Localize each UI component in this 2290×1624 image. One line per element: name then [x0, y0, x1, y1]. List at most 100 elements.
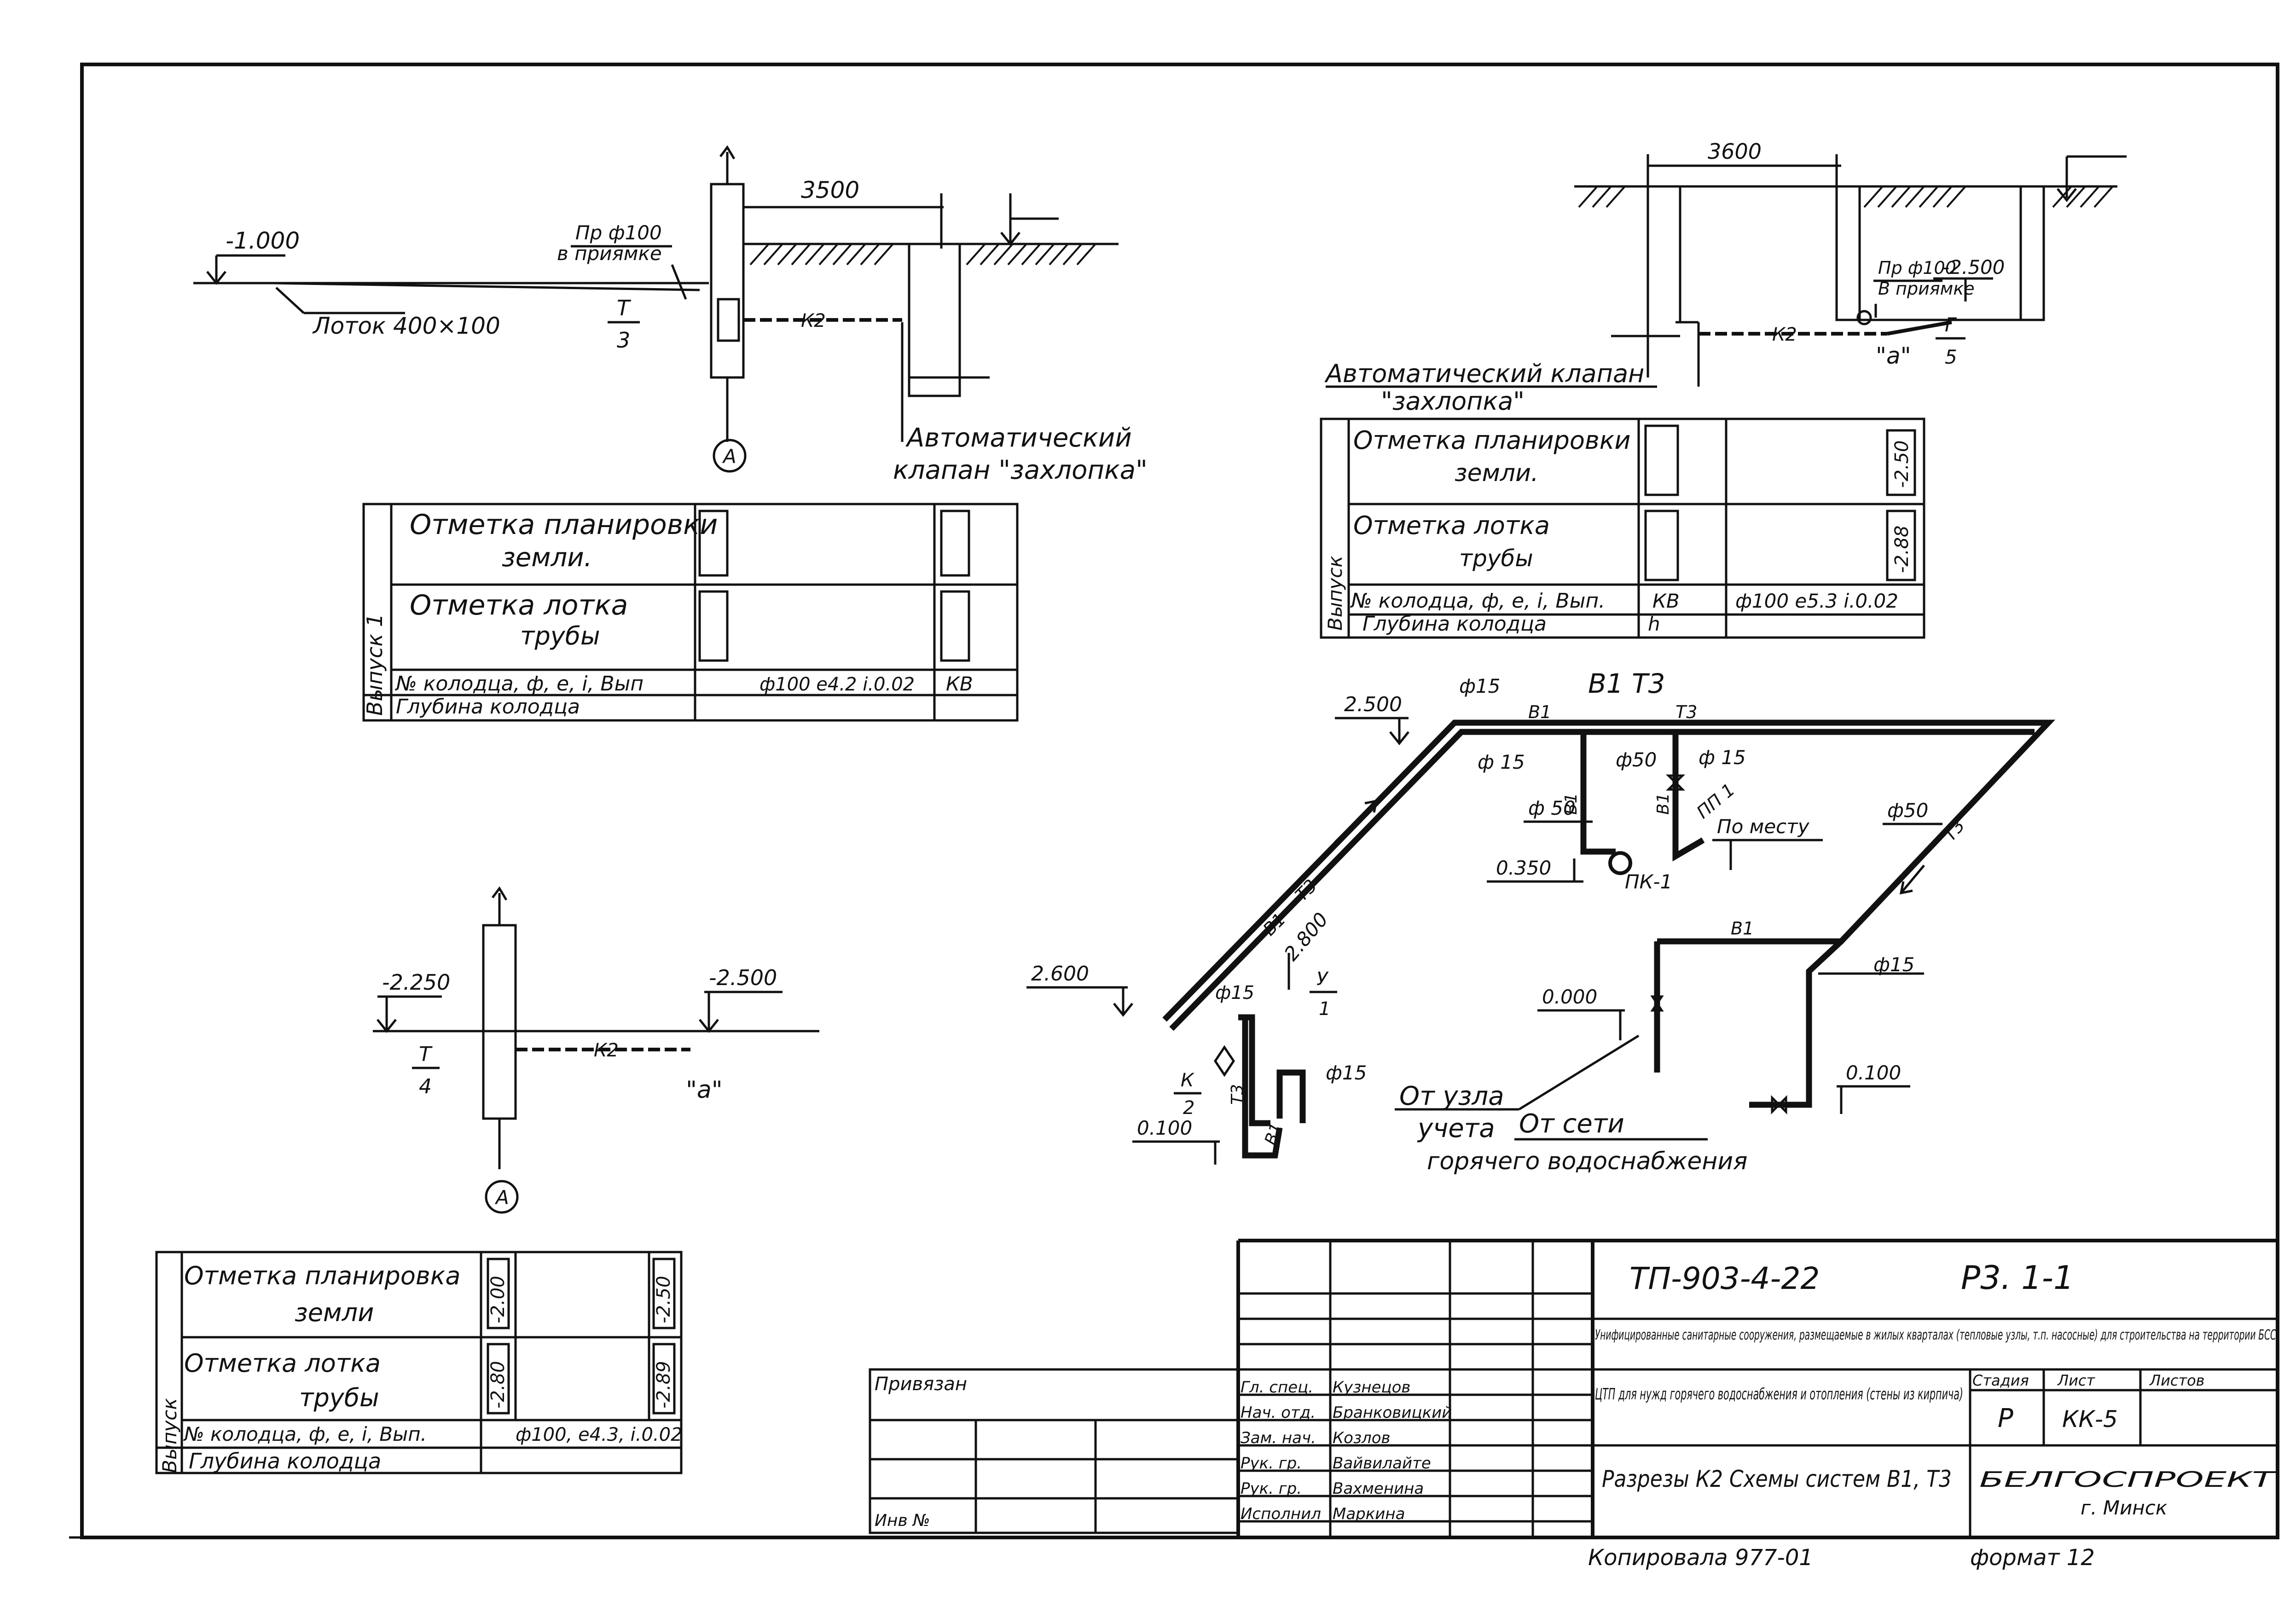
table-2-row-1a: Отметка планировки [1353, 426, 1630, 455]
table-3-row-3-value: ф100, е4.3, i.0.02 [516, 1424, 683, 1445]
list-header: Лист [2057, 1372, 2095, 1389]
from-node-label: От узла [1399, 1081, 1504, 1111]
table-3-row-1-value-2: -2.50 [653, 1276, 674, 1324]
table-2-side-label: Выпуск [1324, 556, 1346, 631]
table-2-row-2a: Отметка лотка [1353, 511, 1550, 540]
fraction-top: Т [617, 296, 632, 320]
dimension-3500: 3500 [801, 177, 859, 203]
from-net-label-2: горячего водоснабжения [1427, 1148, 1747, 1175]
fraction-top: Т [419, 1043, 433, 1066]
stage-value: Р [1998, 1404, 2013, 1433]
pipe-label-t3: Т3 [1228, 1084, 1247, 1105]
axis-a-label: А [722, 445, 736, 468]
dimension-3600: 3600 [1708, 139, 1762, 164]
role-label: Гл. спец. [1241, 1378, 1313, 1397]
fraction-bottom: 4 [419, 1075, 432, 1098]
from-net-label: От сети [1519, 1109, 1624, 1139]
scheme-b1-t3: В1 Т3 2.500 2.600 [1026, 668, 2056, 1175]
table-3-row-2a: Отметка лотка [184, 1349, 381, 1378]
fraction-bottom: 1 [1319, 998, 1330, 1020]
table-3-row-1-value: -2.00 [487, 1276, 509, 1324]
pipe-label-b1: В1 [1528, 702, 1551, 722]
table-1-row-3-kv: КВ [946, 673, 973, 695]
valve-icon [1771, 1095, 1787, 1115]
title-block: Гл. спец. Кузнецов Нач. отд. Бранковицки… [869, 1239, 2278, 1571]
table-1-row-3-value: ф100 е4.2 i.0.02 [759, 674, 915, 695]
elevation-0350: 0.350 [1496, 857, 1551, 879]
pipe-label-b1: В1 [1562, 793, 1581, 815]
valve-note-top: Пр ф100 [575, 221, 662, 244]
document-code: ТП-903-4-22 [1629, 1261, 1820, 1296]
elevation-2500: 2.500 [1344, 693, 1402, 716]
table-1-row-1a: Отметка планировки [410, 509, 718, 541]
name-label: Козлов [1333, 1429, 1391, 1447]
diameter-label: ф15 [1459, 675, 1500, 697]
from-node-label-2: учета [1417, 1114, 1495, 1143]
name-label: Вахменина [1333, 1479, 1424, 1498]
valve-icon [1213, 1045, 1235, 1077]
tray-label: Лоток 400×100 [312, 313, 500, 339]
fraction-bottom: 5 [1945, 346, 1957, 368]
table-1-row-4: Глубина колодца [396, 695, 580, 719]
pipe-label-k2: К2 [801, 310, 826, 331]
section-1: -1.000 Лоток 400×100 Пр ф100 в приямке Т… [193, 145, 1148, 485]
hydrant-label: ПК-1 [1625, 870, 1672, 893]
table-2: Выпуск Отметка планировки земли. -2.50 О… [1320, 418, 1925, 639]
fraction-bottom: 3 [617, 328, 630, 353]
point-a-label: "а" [1876, 342, 1911, 369]
diameter-label: ф 50 [1528, 797, 1576, 819]
pipe-lower-b1 [1242, 1017, 1283, 1159]
valve-icon [1665, 774, 1686, 791]
fire-hydrant-pk1 [1608, 851, 1632, 875]
system-title: ЦТП для нужд горячего водоснабжения и от… [1595, 1385, 1963, 1404]
pipe-label-b1: В1 [1654, 793, 1673, 815]
table-1-row-3: № колодца, ф, е, i, Вып [394, 672, 644, 696]
table-2-row-3-value: ф100 е5.3 i.0.02 [1735, 590, 1898, 612]
valve-note-bottom: в приямке [557, 242, 662, 265]
pipe-loop-stub [1276, 1069, 1306, 1123]
role-label: Рук. гр. [1241, 1479, 1302, 1498]
table-2-row-1b: земли. [1455, 459, 1538, 487]
city: г. Минск [2081, 1496, 2168, 1519]
name-label: Кузнецов [1333, 1378, 1410, 1397]
fraction-top: Г [1945, 313, 1957, 336]
pipe-t3-main [1162, 719, 2056, 1022]
auto-valve-label: Автоматический клапан [1324, 359, 1644, 388]
table-3-row-3: № колодца, ф, е, i, Вып. [183, 1423, 427, 1445]
axis-a-label: А [494, 1186, 509, 1209]
valve-icon [1650, 995, 1664, 1012]
elevation-2600: 2.600 [1031, 962, 1089, 986]
pipe-b1-main [1169, 729, 2035, 1031]
table-2-row-4: Глубина колодца [1362, 612, 1547, 636]
elevation-0100-right: 0.100 [1846, 1061, 1901, 1084]
auto-valve-label-2: "захлопка" [1381, 387, 1525, 416]
organization: БЕЛГОСПРОЕКТ [1979, 1467, 2277, 1492]
stage-header: Стадия [1972, 1372, 2029, 1389]
elevation-label: -2.500 [1942, 256, 2005, 278]
point-a-label: "а" [686, 1076, 723, 1104]
table-2-row-1-value: -2.50 [1891, 441, 1913, 488]
list-value: КК-5 [2062, 1406, 2118, 1433]
in-place-label: По месту [1717, 815, 1810, 838]
auto-valve-label-2: клапан "захлопка" [893, 455, 1148, 485]
title-note: Унифицированные санитарные сооружения, р… [1595, 1327, 2276, 1343]
table-3-row-2b: трубы [299, 1383, 379, 1412]
signature-rows: Гл. спец. Кузнецов Нач. отд. Бранковицки… [1241, 1378, 1452, 1523]
table-3-row-1b: земли [295, 1298, 374, 1327]
table-2-row-2b: трубы [1459, 545, 1533, 572]
table-2-row-3: № колодца, ф, е, i, Вып. [1350, 589, 1605, 613]
elevation-2800: 2.800 [1280, 908, 1333, 965]
section-3: К2 -2.250 -2.500 Т 4 "а" А [373, 886, 819, 1214]
name-label: Вайвилайте [1333, 1454, 1431, 1473]
table-3: Выпуск Отметка планировка земли -2.00 -2… [155, 1251, 683, 1474]
table-2-row-2-value: -2.88 [1891, 526, 1913, 574]
pipe-label-b1: В1 [1731, 918, 1754, 939]
pipe-label-t3: Т3 [1939, 815, 1969, 845]
role-label: Нач. отд. [1241, 1404, 1316, 1422]
elevation-left: -2.250 [382, 970, 450, 995]
copied-by: Копировала 977-01 [1588, 1545, 1813, 1571]
role-label: Рук. гр. [1241, 1454, 1302, 1473]
diameter-label: ф 15 [1478, 751, 1525, 773]
elevation-right: -2.500 [709, 965, 777, 990]
